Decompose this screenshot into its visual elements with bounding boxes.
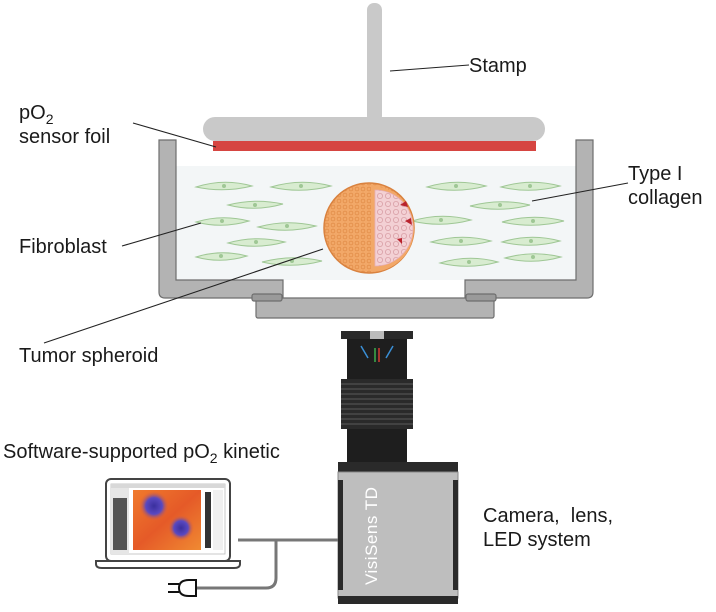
- leader-collagen: [531, 182, 629, 202]
- led-light-arrows: [360, 345, 394, 362]
- spheroid-necrotic-mark: [405, 218, 412, 225]
- label-po2: pO2: [19, 101, 54, 127]
- camera-bottom-band: [338, 596, 458, 604]
- laptop-icon: [95, 478, 241, 569]
- spheroid-core: [374, 189, 414, 267]
- sensor-foil: [213, 141, 536, 151]
- dish-right-wall: [464, 139, 594, 299]
- fibroblast-cells: [194, 181, 565, 267]
- software-side-panel: [213, 490, 223, 550]
- usb-cable: [196, 538, 338, 590]
- leader-stamp: [389, 64, 470, 72]
- label-po2-sub: 2: [45, 111, 54, 127]
- dish-foot-right: [465, 293, 497, 302]
- software-toolbar: [111, 484, 225, 488]
- stamp-plate: [203, 117, 545, 141]
- device-brand-label: VisiSens TD: [362, 487, 381, 585]
- label-software-kinetic: Software-supported pO2 kinetic: [3, 440, 280, 466]
- leader-sensor-foil: [132, 122, 217, 148]
- label-sensor-foil: sensor foil: [19, 126, 111, 148]
- label-led-system: LED system: [483, 529, 591, 551]
- power-plug-icon: [168, 579, 197, 597]
- software-colorbar: [205, 492, 211, 548]
- lens-lower: [347, 429, 407, 463]
- label-collagen: collagen: [628, 187, 703, 209]
- leader-fibroblast: [121, 222, 202, 247]
- leader-tumor: [43, 248, 324, 344]
- heatmap-hypoxic-spot: [139, 491, 169, 521]
- leader-lines: [43, 64, 629, 344]
- label-stamp: Stamp: [469, 55, 527, 77]
- laptop-base: [95, 560, 241, 569]
- label-software-sub: 2: [209, 450, 218, 466]
- label-software-prefix: Software-supported pO: [3, 441, 210, 463]
- camera-side-right: [453, 480, 458, 590]
- label-fibroblast: Fibroblast: [19, 236, 107, 258]
- dish-left-wall: [158, 139, 284, 299]
- label-tumor-spheroid: Tumor spheroid: [19, 345, 159, 367]
- spheroid-necrotic-mark: [397, 238, 402, 244]
- camera-top-band: [338, 462, 458, 472]
- lens-ribs: [341, 383, 413, 425]
- lens-window: [370, 331, 384, 339]
- label-software-suffix: kinetic: [217, 441, 280, 463]
- camera-housing: [337, 471, 459, 599]
- lens-upper: [347, 339, 407, 379]
- dish-foot-left: [251, 293, 283, 302]
- label-type-i: Type I: [628, 163, 683, 185]
- label-camera-lens: Camera, lens,: [483, 505, 614, 527]
- camera-body: [337, 462, 459, 604]
- software-panel-dark: [113, 498, 127, 550]
- tumor-spheroid: [323, 182, 415, 274]
- camera-lens: [341, 331, 413, 463]
- camera-side-left: [338, 480, 343, 590]
- label-po2-prefix: pO: [19, 102, 46, 124]
- petri-dish: [158, 139, 594, 319]
- dish-bottom-plate: [255, 297, 495, 319]
- stamp-rod: [367, 3, 382, 123]
- stamp: [203, 3, 545, 141]
- heatmap-hypoxic-spot: [168, 515, 194, 541]
- spheroid-necrotic-mark: [400, 201, 408, 207]
